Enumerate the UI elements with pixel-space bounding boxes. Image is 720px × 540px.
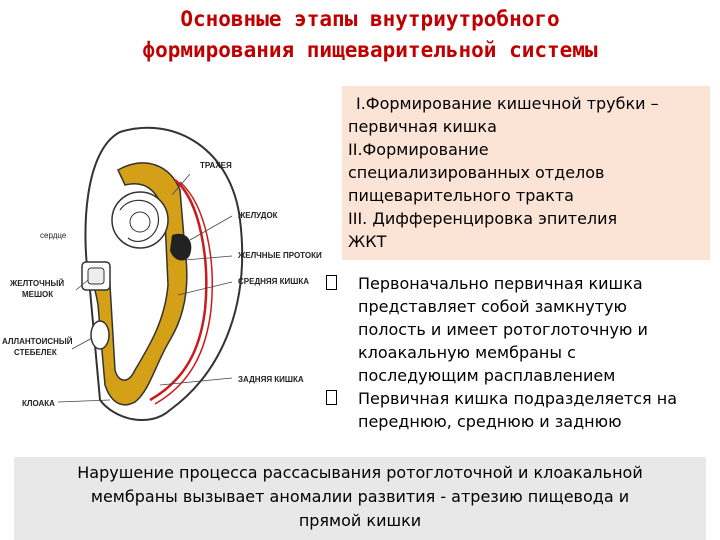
vessel-line-2 [154, 181, 213, 405]
page-title: Основные этапы внутриутробного формирова… [0, 4, 720, 66]
footer-note: Нарушение процесса рассасывания ротоглот… [14, 457, 706, 540]
bullet-line: полость и имеет ротоглоточную и [358, 320, 648, 339]
label-yolk-sac-1: ЖЕЛТОЧНЫЙ [9, 279, 64, 288]
bullet-item: Первоначально первичная кишка представля… [322, 272, 717, 387]
footer-line: мембраны вызывает аномалии развития - ат… [90, 487, 630, 506]
bullet-line: клоакальную мембраны с [358, 343, 576, 362]
bullet-line: Первоначально первичная кишка [358, 274, 643, 293]
stage-line: первичная кишка [348, 117, 497, 136]
liver-region [170, 233, 192, 261]
bullet-line: переднюю, среднюю и заднюю [358, 412, 622, 431]
stages-box: I.Формирование кишечной трубки – первичн… [342, 86, 710, 260]
stage-line: специализированных отделов [348, 163, 605, 182]
stage-line: II.Формирование [348, 140, 489, 159]
footer-line: Нарушение процесса рассасывания ротоглот… [77, 463, 643, 482]
bullet-square-icon [326, 275, 337, 290]
bullet-line: представляет собой замкнутую [358, 297, 627, 316]
title-line-2: формирования пищеварительной системы [142, 38, 598, 62]
label-bile-ducts: ЖЕЛЧНЫЕ ПРОТОКИ [237, 251, 322, 260]
allantois-stalk [90, 320, 110, 350]
bullet-line: Первичная кишка подразделяется на [358, 389, 678, 408]
label-heart: сердце [40, 231, 67, 240]
vessel-line [149, 179, 208, 402]
label-hindgut: ЗАДНЯЯ КИШКА [238, 375, 304, 384]
heart-loop [119, 199, 159, 243]
stage-line: пищеварительного тракта [348, 186, 574, 205]
yolk-stalk-inner [87, 267, 105, 285]
stage-line: I.Формирование кишечной трубки – [356, 94, 659, 113]
label-allantois-2: СТЕБЕЛЕК [14, 348, 57, 357]
title-line-1: Основные этапы внутриутробного [180, 7, 560, 31]
label-trachea: ТРАХЕЯ [200, 161, 232, 170]
bullet-item: Первичная кишка подразделяется на передн… [322, 387, 717, 433]
heart-inner [129, 211, 151, 233]
label-cloaca: КЛОАКА [22, 399, 55, 408]
stage-line: III. Дифференцировка эпителия [348, 209, 618, 228]
bullet-line: последующим расплавлением [358, 366, 616, 385]
label-stomach: ЖЕЛУДОК [237, 211, 278, 220]
embryo-gut-diagram: ТРАХЕЯ ЖЕЛУДОК сердце ЖЕЛЧНЫЕ ПРОТОКИ СР… [2, 126, 322, 422]
stage-line: ЖКТ [348, 232, 387, 251]
bullet-list: Первоначально первичная кишка представля… [322, 272, 717, 433]
label-midgut: СРЕДНЯЯ КИШКА [238, 277, 309, 286]
bullet-square-icon [326, 390, 337, 405]
label-allantois-1: АЛЛАНТОИСНЫЙ [2, 337, 73, 346]
footer-line: прямой кишки [298, 511, 422, 530]
label-yolk-sac-2: МЕШОК [22, 290, 53, 299]
